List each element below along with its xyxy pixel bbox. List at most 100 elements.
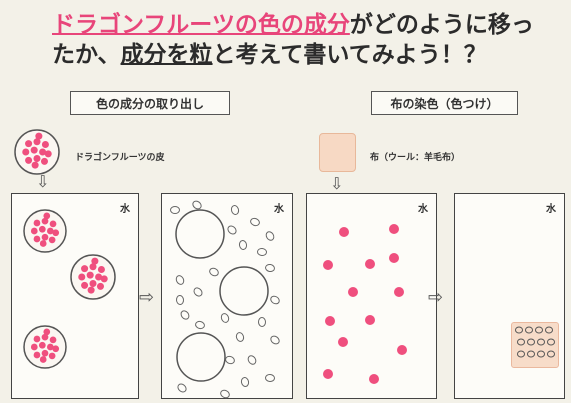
pigment-dot: [38, 341, 46, 349]
pigment-dot: [44, 150, 52, 158]
down-arrow-icon: ⇩: [330, 174, 344, 193]
pigment-dot: [25, 140, 33, 148]
fiber-particle: [537, 338, 545, 346]
pigment-dot: [96, 282, 105, 290]
fiber-particle: [517, 338, 525, 346]
pigment-dot: [39, 240, 47, 247]
title-line1-rest: がどのように移っ: [349, 12, 534, 38]
pigment-dot: [49, 336, 57, 344]
water-particle: [240, 377, 250, 387]
water-particle: [265, 373, 275, 383]
pigment-dot: [323, 260, 333, 270]
pigment-dot: [338, 337, 348, 347]
pigment-dot: [369, 374, 379, 384]
pigment-dot: [91, 257, 99, 265]
pigment-dot: [394, 287, 404, 297]
fiber-particle: [547, 350, 555, 358]
water-particle: [247, 355, 257, 365]
cloth-swatch: [319, 133, 356, 172]
fiber-particle: [545, 326, 553, 334]
box-extracted: 水: [161, 193, 293, 399]
pigment-dot: [48, 352, 56, 360]
pigment-dot: [89, 280, 97, 288]
water-particle: [225, 355, 235, 365]
empty-skin-circle: [219, 266, 269, 316]
pigment-dot: [46, 343, 54, 351]
pigment-dot: [33, 155, 41, 163]
fiber-particle: [517, 350, 525, 358]
water-label: 水: [120, 204, 130, 215]
pigment-dot: [86, 271, 94, 279]
water-particle: [270, 295, 280, 305]
water-particle: [195, 320, 205, 330]
fiber-particle: [527, 350, 535, 358]
dragon-fruit-skin-label: ドラゴンフルーツの皮: [75, 153, 165, 163]
water-label: 水: [274, 204, 284, 215]
pigment-dot: [87, 286, 95, 294]
water-particle: [177, 383, 187, 393]
pigment-dot: [30, 146, 38, 154]
water-particle: [220, 389, 230, 399]
empty-skin-circle: [176, 332, 226, 382]
pigment-dot: [389, 253, 399, 263]
fiber-particle: [515, 326, 523, 334]
pigment-dot: [78, 273, 86, 281]
pigment-dot: [81, 281, 89, 289]
title-line-1: ドラゴンフルーツの色の成分がどのように移っ: [52, 10, 534, 40]
water-label: 水: [546, 204, 556, 215]
pigment-dot: [95, 273, 103, 281]
water-particle: [192, 200, 202, 210]
box-dye-solution: 水: [306, 193, 437, 399]
pigment-dot: [33, 219, 41, 227]
water-particle: [257, 317, 267, 327]
water-particle: [175, 295, 185, 305]
pigment-dot: [348, 287, 358, 297]
pigment-dot: [41, 233, 49, 241]
pigment-dot: [25, 156, 33, 164]
water-particle: [235, 332, 245, 342]
right-arrow-icon: ⇨: [139, 287, 155, 308]
cloth-label: 布（ウール：羊毛布）: [370, 153, 461, 163]
water-particle: [270, 335, 280, 345]
pigment-dot: [41, 217, 49, 225]
pigment-dot: [48, 236, 56, 244]
water-particle: [170, 206, 180, 214]
pigment-dot: [97, 266, 105, 274]
pigment-dot: [22, 148, 30, 156]
water-label: 水: [418, 204, 428, 215]
pigment-dot: [33, 138, 41, 146]
pigment-dot: [41, 141, 49, 149]
pigment-dot: [81, 265, 89, 273]
title-line2-c: と考えて書いてみよう！？: [212, 42, 487, 68]
left-section-label: 色の成分の取り出し: [70, 91, 230, 115]
title-underlined: 成分を粒: [120, 42, 213, 68]
title-line2-a: たか、: [52, 42, 121, 68]
fiber-particle: [547, 338, 555, 346]
pigment-dot: [39, 148, 47, 156]
pigment-dot: [35, 132, 43, 140]
pigment-dot: [52, 345, 60, 353]
pigment-dot: [52, 229, 60, 237]
empty-skin-circle: [175, 209, 225, 259]
pigment-dot: [49, 220, 57, 228]
water-particle: [209, 267, 219, 277]
fiber-particle: [527, 338, 535, 346]
pigment-dot: [30, 227, 38, 235]
pigment-dot: [46, 227, 54, 235]
water-particle: [220, 313, 230, 323]
pigment-dot: [89, 263, 97, 271]
water-particle: [257, 247, 267, 257]
fiber-particle: [525, 326, 533, 334]
pigment-dot: [365, 259, 375, 269]
title-highlight: ドラゴンフルーツの色の成分: [52, 12, 350, 38]
pigment-dot: [100, 275, 108, 283]
title-line-2: たか、成分を粒と考えて書いてみよう！？: [52, 40, 534, 70]
pigment-dot: [39, 356, 47, 363]
water-particle: [238, 240, 248, 250]
fiber-particle: [535, 326, 543, 334]
pigment-dot: [40, 157, 48, 165]
pigment-dot: [33, 235, 41, 243]
water-particle: [265, 231, 275, 241]
fiber-particle: [537, 350, 545, 358]
